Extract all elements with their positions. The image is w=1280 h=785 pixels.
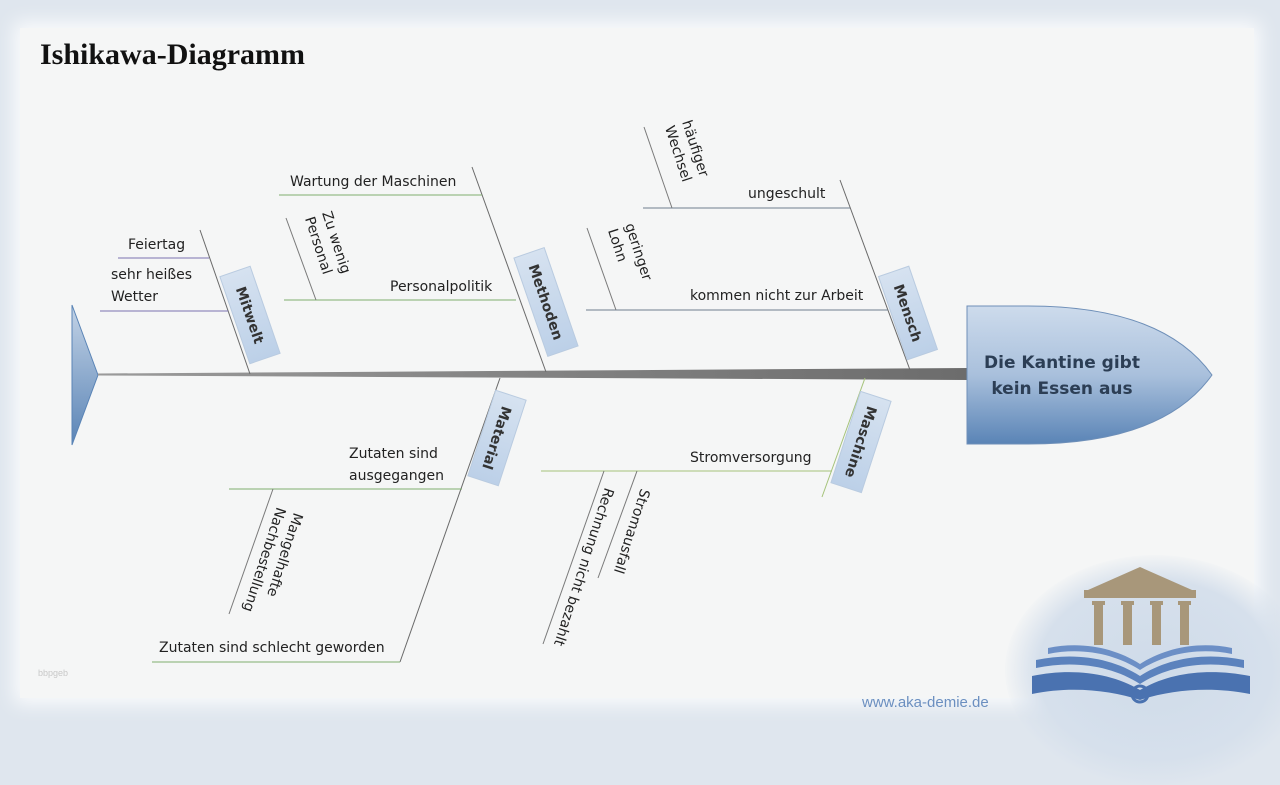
bone-methoden [471,166,547,373]
cause-line-stromausfall [597,470,638,579]
category-box-maschine: Maschine [830,390,892,494]
category-box-methoden: Methoden [513,246,579,358]
logo-icon [1032,567,1250,704]
fish-head [966,305,1213,445]
bone-mensch [839,179,911,371]
cause-line-nachbestellung [228,488,274,615]
bone-material [399,377,501,663]
cause-line-wechsel [643,126,673,209]
cause-line-rechnung [542,470,605,645]
cause-line-lohn [586,227,617,311]
category-box-material: Material [467,389,527,487]
cause-personal: Zu wenig Personal [301,209,353,276]
cause-stromausfall-text: Stromausfall [610,487,652,576]
cause-zutaten-ausgegangen-1: Zutaten sind [349,446,438,462]
cause-zutaten-schlecht: Zutaten sind schlecht geworden [159,640,385,656]
bone-maschine [821,377,866,498]
cause-wetter-1: sehr heißes [111,267,192,283]
category-box-mensch: Mensch [877,265,939,361]
cause-wartung: Wartung der Maschinen [290,174,456,190]
cause-rechnung: Rechnung nicht bezahlt [550,486,616,649]
cause-kommen: kommen nicht zur Arbeit [690,288,864,304]
page-title: Ishikawa-Diagramm [40,38,306,71]
cause-stromausfall: Stromausfall [610,487,652,576]
cause-rechnung-text: Rechnung nicht bezahlt [550,486,616,649]
category-box-mitwelt: Mitwelt [219,265,281,365]
cause-nachbestellung: Mangelhafte Nachbestellung [239,505,305,614]
cause-lohn: geringer Lohn [604,221,655,283]
ishikawa-diagram: Die Kantine gibt kein Essen aus Feiertag… [71,118,1250,704]
cause-stromversorgung: Stromversorgung [690,450,812,466]
cause-personalpolitik: Personalpolitik [390,279,493,295]
cause-line-personal [285,217,317,301]
cause-ungeschult: ungeschult [748,186,826,202]
effect-line-2: kein Essen aus [991,379,1132,399]
bone-mitwelt [199,229,251,375]
watermark: bbpgeb [38,668,69,678]
effect-line-1: Die Kantine gibt [984,353,1140,373]
spine [98,368,968,380]
cause-wetter-2: Wetter [111,289,158,305]
cause-zutaten-ausgegangen-2: ausgegangen [349,468,444,484]
footer-url[interactable]: www.aka-demie.de [862,694,989,711]
cause-feiertag: Feiertag [128,237,185,253]
fish-tail [71,304,99,446]
cause-wechsel: häufiger Wechsel [661,118,711,184]
